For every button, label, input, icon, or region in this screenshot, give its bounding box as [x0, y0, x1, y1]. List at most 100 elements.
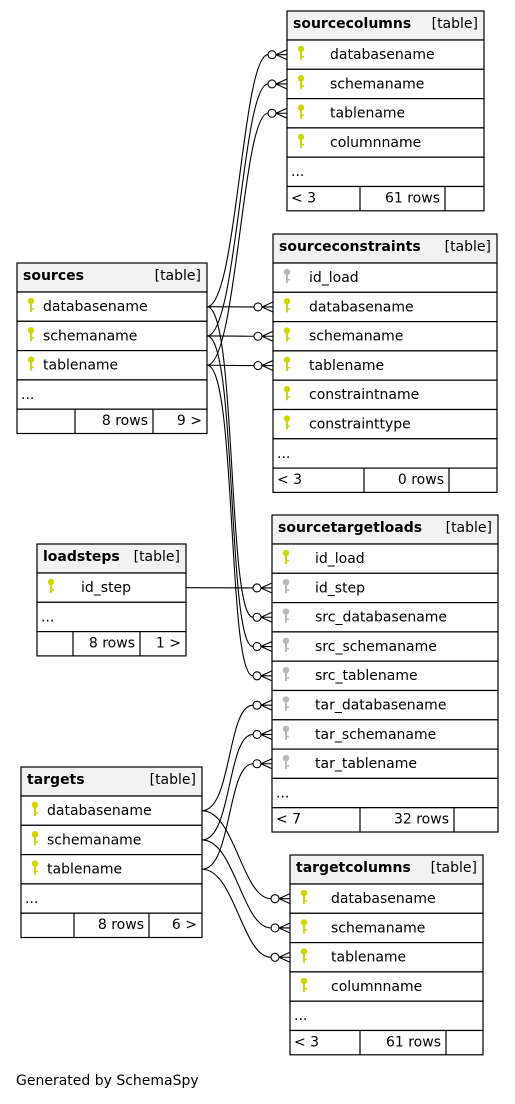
column-row-databasename[interactable]: databasename [20, 795, 203, 826]
column-row-src_tablename[interactable]: src_tablename [271, 660, 499, 692]
column-row-databasename[interactable]: databasename [286, 39, 485, 70]
column-name: schemaname [47, 832, 141, 848]
column-row-schemaname[interactable]: schemaname [272, 321, 498, 352]
more-columns-ellipsis: ... [41, 609, 54, 625]
more-columns-ellipsis: ... [277, 446, 290, 462]
relationship-edge [206, 335, 273, 653]
key-icon [300, 919, 308, 934]
row-count: 8 rows [98, 917, 144, 933]
parents-count[interactable]: < 7 [276, 812, 301, 828]
column-row-src_databasename[interactable]: src_databasename [271, 601, 499, 633]
column-row-id_load[interactable]: id_load [271, 543, 499, 574]
relationship-edge [206, 49, 288, 308]
optional-marker [252, 759, 262, 769]
table-header [36, 543, 187, 574]
table-type-label: [table] [155, 268, 201, 284]
key-icon [283, 327, 291, 342]
table-header [272, 233, 498, 264]
column-row-databasename[interactable]: databasename [272, 291, 498, 323]
more-columns-row [20, 883, 203, 914]
column-row-id_load[interactable]: id_load [272, 262, 498, 293]
column-row-databasename[interactable]: databasename [16, 291, 208, 322]
children-count[interactable]: 1 > [156, 636, 181, 652]
column-row-columnname[interactable]: columnname [289, 971, 484, 1002]
parents-count[interactable]: < 3 [294, 1035, 319, 1051]
key-icon [31, 860, 39, 875]
table-footer [289, 1029, 484, 1056]
column-row-id_step[interactable]: id_step [36, 572, 187, 603]
column-name: schemaname [309, 329, 403, 345]
key-icon [27, 297, 35, 312]
column-row-columnname[interactable]: columnname [286, 127, 485, 158]
key-icon [297, 133, 305, 148]
key-icon [31, 831, 39, 846]
column-row-constrainttype[interactable]: constrainttype [272, 408, 498, 440]
children-count[interactable]: 9 > [177, 413, 202, 429]
more-columns-row [272, 438, 498, 469]
column-row-tar_schemaname[interactable]: tar_schemaname [271, 719, 499, 750]
key-icon [300, 948, 308, 963]
column-row-databasename[interactable]: databasename [289, 883, 484, 914]
column-row-tar_tablename[interactable]: tar_tablename [271, 748, 499, 779]
table-type-label: [table] [432, 16, 478, 32]
children-count[interactable]: 6 > [172, 917, 197, 933]
key-icon [300, 889, 308, 904]
column-row-schemaname[interactable]: schemaname [289, 912, 484, 944]
key-icon [297, 75, 305, 90]
table-name: loadsteps [43, 549, 120, 565]
column-row-tar_databasename[interactable]: tar_databasename [271, 689, 499, 721]
column-row-constraintname[interactable]: constraintname [272, 379, 498, 411]
table-sourcetargetloads[interactable]: sourcetargetloads[table]id_loadid_stepsr… [271, 514, 499, 833]
more-columns-ellipsis: ... [21, 387, 34, 403]
column-name: tablename [330, 106, 405, 122]
key-icon [297, 104, 305, 119]
key-icon [283, 268, 291, 283]
column-row-tablename[interactable]: tablename [272, 350, 498, 381]
table-header [271, 514, 499, 545]
column-row-tablename[interactable]: tablename [289, 941, 484, 973]
column-name: constraintname [309, 387, 419, 403]
column-row-tablename[interactable]: tablename [20, 853, 203, 885]
optional-marker [253, 331, 263, 341]
table-sources[interactable]: sources[table]databasenameschemanametabl… [16, 262, 208, 435]
key-icon [282, 754, 290, 770]
column-name: columnname [331, 979, 422, 995]
key-icon [282, 725, 290, 740]
table-targets[interactable]: targets[table]databasenameschemanametabl… [20, 766, 203, 939]
table-footer [272, 467, 498, 494]
table-footer [36, 630, 187, 657]
key-icon [283, 298, 291, 313]
column-row-schemaname[interactable]: schemaname [16, 320, 208, 352]
table-sourceconstraints[interactable]: sourceconstraints[table]id_loaddatabasen… [272, 233, 498, 494]
table-header [289, 854, 484, 885]
table-name: targetcolumns [296, 860, 411, 876]
optional-marker [270, 923, 280, 933]
more-columns-ellipsis: ... [25, 891, 38, 907]
key-icon [297, 45, 305, 60]
more-columns-row [289, 1000, 484, 1032]
column-row-tablename[interactable]: tablename [16, 350, 208, 381]
table-targetcolumns[interactable]: targetcolumns[table]databasenameschemana… [289, 854, 484, 1056]
column-row-schemaname[interactable]: schemaname [286, 68, 485, 100]
optional-marker [267, 108, 277, 118]
column-row-schemaname[interactable]: schemaname [20, 824, 203, 856]
relationship-lines [185, 49, 291, 963]
column-name: databasename [47, 803, 152, 819]
column-row-src_schemaname[interactable]: src_schemaname [271, 631, 499, 662]
column-name: constrainttype [309, 417, 411, 433]
column-name: columnname [330, 135, 421, 151]
key-icon [282, 579, 290, 594]
column-row-id_step[interactable]: id_step [271, 572, 499, 604]
column-row-tablename[interactable]: tablename [286, 97, 485, 129]
parents-count[interactable]: < 3 [277, 472, 302, 488]
more-columns-row [16, 379, 208, 410]
column-name: tablename [309, 358, 384, 374]
key-icon [282, 549, 290, 564]
optional-marker [252, 671, 262, 681]
relationship-edge [206, 364, 273, 682]
row-count: 61 rows [386, 1035, 441, 1051]
parents-count[interactable]: < 3 [291, 191, 316, 207]
table-sourcecolumns[interactable]: sourcecolumns[table]databasenameschemana… [286, 10, 485, 212]
